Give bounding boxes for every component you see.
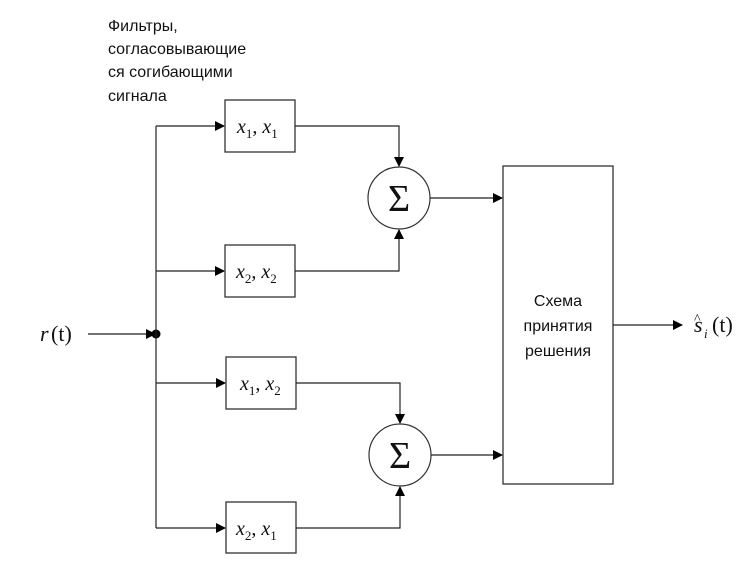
- caption-line: сигнала: [108, 88, 167, 105]
- filter-box: x2, x2: [224, 244, 296, 298]
- sigma-icon: Σ: [389, 435, 411, 477]
- input-arg: (t): [51, 321, 72, 346]
- caption-line: ся согибающими: [108, 64, 233, 81]
- caption-line: согласовывающие: [108, 41, 246, 58]
- output-signal-label: ^ s i (t): [694, 312, 733, 341]
- filter-label: x1, x1: [236, 116, 278, 141]
- filter-box: x2, x1: [225, 501, 297, 554]
- filter-box: x1, x1: [224, 99, 296, 153]
- sigma-icon: Σ: [388, 178, 410, 220]
- filter-label: x1, x2: [239, 373, 281, 398]
- filter4-to-sum2: [296, 486, 405, 529]
- decision-label-line: Схема: [534, 293, 582, 310]
- filter2-to-sum1: [295, 229, 404, 272]
- filters-caption: Фильтры, согласовывающие ся согибающими …: [108, 18, 246, 105]
- input-symbol: r: [40, 321, 49, 346]
- input-signal-label: r (t): [40, 321, 72, 346]
- decision-label-line: принятия: [524, 318, 593, 335]
- filter-label: x2, x1: [235, 518, 277, 543]
- summer-2: Σ: [368, 423, 432, 487]
- filter3-to-sum2: [296, 382, 405, 424]
- filter1-to-sum1: [295, 125, 404, 167]
- output-symbol: s: [694, 312, 703, 337]
- output-hat: ^: [694, 312, 701, 327]
- decision-block: Схема принятия решения: [502, 165, 614, 485]
- summer-1: Σ: [367, 166, 431, 230]
- decision-label-line: решения: [525, 343, 591, 360]
- filter-label: x2, x2: [235, 261, 277, 286]
- caption-line: Фильтры,: [108, 18, 178, 35]
- output-arg: (t): [712, 312, 733, 337]
- filter-box: x1, x2: [225, 356, 297, 410]
- output-subscript: i: [704, 326, 708, 341]
